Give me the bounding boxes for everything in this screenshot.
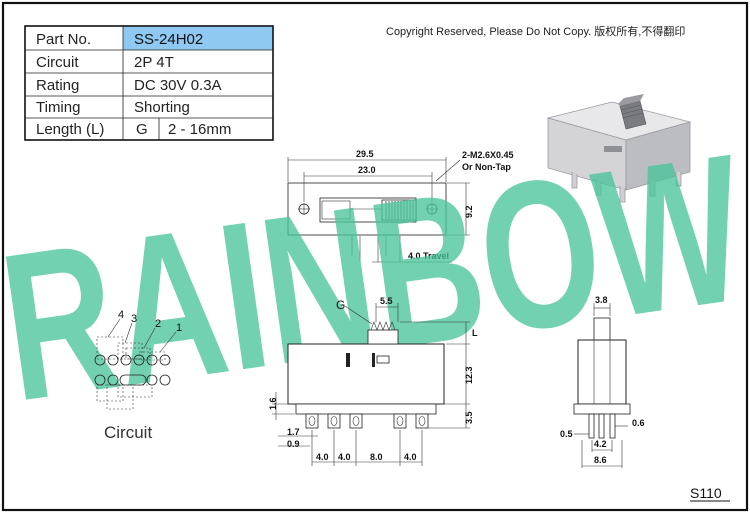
dim-body-width: 9.2: [464, 205, 474, 218]
screw-note-non-tap: Or Non-Tap: [462, 162, 511, 172]
spec-value-rating: DC 30V 0.3A: [134, 77, 222, 94]
dim-hole-spacing: 23.0: [358, 165, 376, 175]
circuit-position-4: 4: [118, 309, 124, 321]
product-illustration: [546, 94, 692, 203]
dim-body-height: 12.3: [464, 366, 474, 384]
circuit-diagram: 4 3 2 1 Circuit: [94, 309, 182, 442]
dim-g-label: G: [336, 298, 345, 312]
slider-ridges: [385, 201, 414, 219]
dim-actuator-width: 5.5: [380, 296, 393, 306]
circuit-position-2: 2: [155, 318, 161, 330]
page-code: S110: [690, 485, 722, 501]
spec-label-timing: Timing: [36, 99, 80, 116]
circuit-position-1: 1: [176, 322, 182, 334]
dim-l: L: [472, 328, 478, 338]
dim-left-b: 0.9: [287, 439, 300, 449]
spec-label-circuit: Circuit: [36, 54, 79, 71]
spec-label-rating: Rating: [36, 77, 79, 94]
top-view-drawing: 29.5 23.0 9.2 2-M2.6X0.45 Or Non-Tap 4.0…: [287, 149, 514, 263]
circuit-position-3: 3: [131, 313, 137, 325]
spec-value-timing: Shorting: [134, 99, 190, 116]
dim-left-height: 1.6: [268, 397, 278, 410]
dim-travel: 4.0 Travel: [408, 251, 449, 261]
part-number-highlight: [123, 26, 273, 50]
screw-note-thread: 2-M2.6X0.45: [462, 150, 514, 160]
spec-table: Part No. SS-24H02 Circuit 2P 4T Rating D…: [24, 25, 274, 141]
dim-pin-pitch: 4.2: [594, 439, 607, 449]
pin-pitch-2: 4.0: [338, 452, 351, 462]
copyright-notice: Copyright Reserved, Please Do Not Copy. …: [386, 24, 685, 38]
circuit-label: Circuit: [104, 423, 152, 442]
front-pins: [305, 413, 429, 429]
dim-side-actuator: 3.8: [595, 295, 608, 305]
spec-label-part-no: Part No.: [36, 31, 91, 48]
spec-value-part-no: SS-24H02: [134, 31, 203, 48]
pin-pitch-4: 4.0: [404, 452, 417, 462]
pin-pitch-1: 4.0: [316, 452, 329, 462]
dim-left-a: 1.7: [287, 427, 300, 437]
spec-value-circuit: 2P 4T: [134, 54, 174, 71]
dim-pin-length: 3.5: [464, 411, 474, 424]
dim-pin-gap: 0.5: [560, 429, 573, 439]
dim-side-width: 8.6: [594, 455, 607, 465]
spec-value-length: 2 - 16mm: [168, 121, 231, 138]
front-view-drawing: 5.5 G L 12.3 3.5 1.6 1.7 0.9 4.0 4.0 8.0…: [268, 296, 478, 466]
side-view-drawing: 3.8 0.6 0.5 4.2 8.6: [560, 295, 645, 468]
dim-overall-length: 29.5: [356, 149, 374, 159]
dim-pin-thickness: 0.6: [632, 418, 645, 428]
spec-label-length: Length (L): [36, 121, 104, 138]
spec-value-length-code: G: [136, 121, 148, 138]
pin-pitch-3: 8.0: [370, 452, 383, 462]
